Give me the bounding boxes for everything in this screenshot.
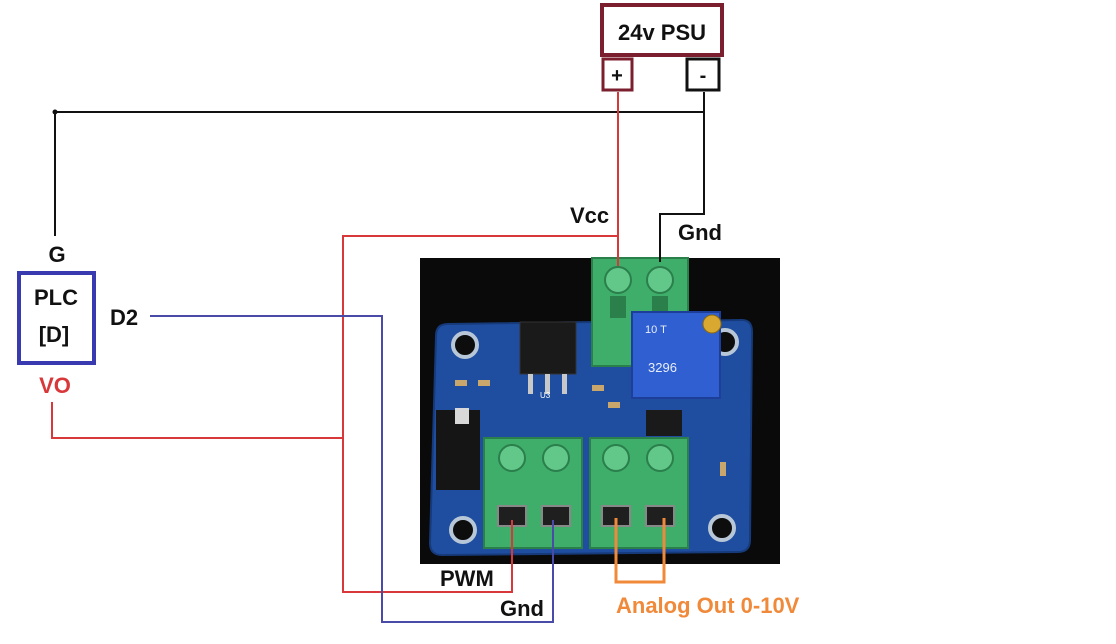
chip-label: U3 (540, 391, 551, 400)
smd-part-3 (592, 385, 604, 391)
trimmer-text-2: 3296 (648, 360, 677, 375)
vo-wire (51, 402, 343, 439)
trimmer-screw (702, 314, 722, 334)
psu-box (600, 3, 724, 57)
smd-part-4 (608, 402, 620, 408)
terminal-block-pwm (483, 437, 583, 549)
terminal-block-analog (589, 437, 689, 549)
mount-hole-bottom-left (449, 516, 477, 544)
plc-box (17, 271, 96, 365)
regulator-leg-2 (545, 374, 550, 394)
smd-part-2 (478, 380, 490, 386)
plc-label-line1: PLC (34, 285, 78, 310)
label-d2: D2 (110, 305, 138, 330)
label-gnd-top: Gnd (678, 220, 722, 245)
trimmer-potentiometer (631, 311, 721, 399)
psu-plus-terminal (601, 57, 634, 92)
ground-wire-junction (52, 109, 58, 115)
smd-part-1 (455, 380, 467, 386)
terminal-screw-gnd (646, 266, 674, 294)
terminal-slot-vcc (610, 296, 626, 318)
label-gnd-bottom: Gnd (500, 596, 544, 621)
regulator-leg-3 (562, 374, 567, 394)
smd-part-5 (720, 462, 726, 476)
label-vo: VO (39, 373, 71, 398)
op-amp-chip (646, 410, 682, 436)
mount-hole-bottom-right (708, 514, 736, 542)
psu-minus-label: - (700, 65, 707, 87)
ground-wire-plc (54, 92, 705, 236)
regulator-leg-1 (528, 374, 533, 394)
d2-gnd-wire (150, 315, 554, 623)
analog-out-wire (614, 518, 666, 584)
regulator-chip (519, 321, 577, 375)
label-pwm: PWM (440, 566, 494, 591)
terminal-screw-vcc (604, 266, 632, 294)
label-g: G (48, 242, 65, 267)
mount-hole-top-left (451, 331, 479, 359)
label-vcc: Vcc (570, 203, 609, 228)
jumper-pin (455, 408, 469, 424)
psu-block: 24v PSU + - (600, 3, 724, 92)
psu-title: 24v PSU (618, 20, 706, 45)
ground-wire-module (659, 112, 705, 262)
trimmer-text-1: 10 T (645, 324, 667, 336)
plc-label-line2: [D] (39, 322, 70, 347)
label-analog-out: Analog Out 0-10V (616, 593, 800, 618)
psu-plus-label: + (611, 65, 623, 87)
pwm-to-voltage-module: U3 10 T 3296 (420, 257, 780, 564)
plc-block: PLC [D] (17, 271, 96, 365)
pwm-signal-wire (342, 235, 618, 593)
psu-minus-terminal (685, 57, 721, 92)
